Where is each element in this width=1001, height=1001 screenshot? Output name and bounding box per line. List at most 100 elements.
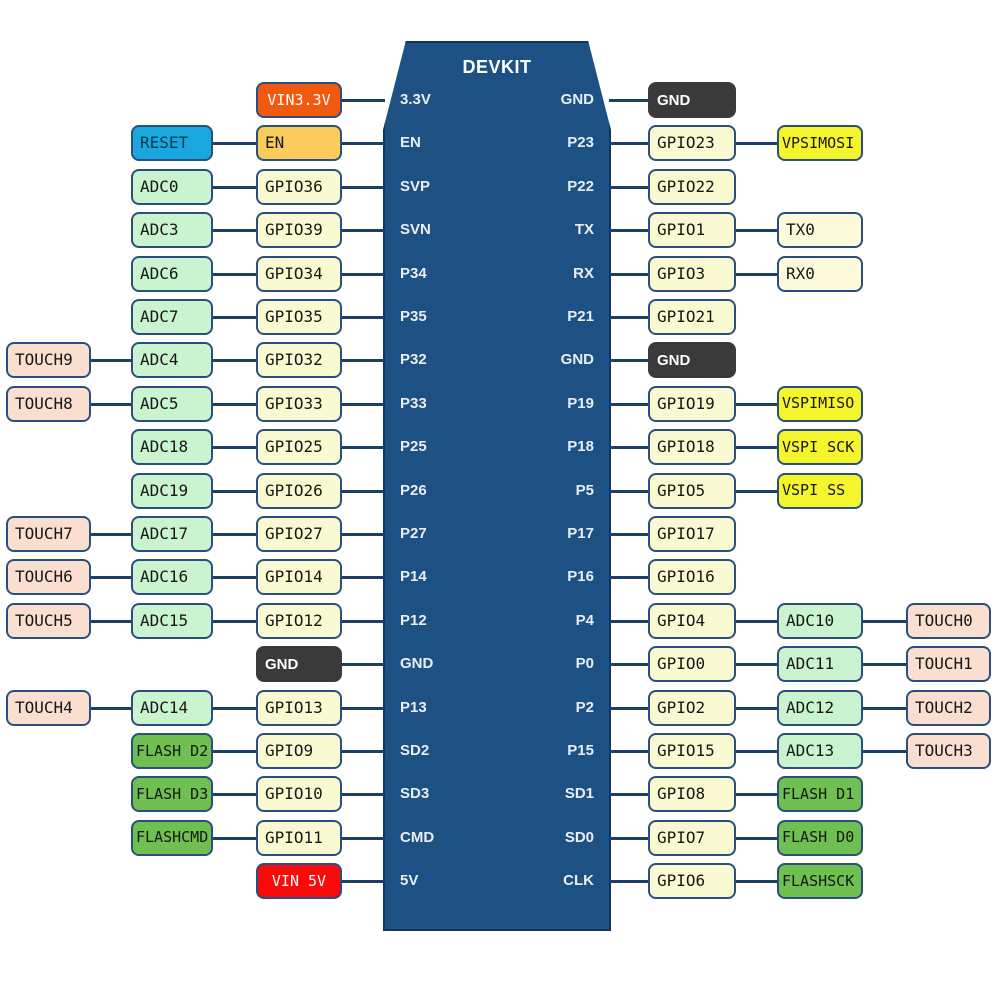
box-right-gpio15[interactable]: GPIO15 (648, 733, 736, 769)
box-left-vin5v[interactable]: VIN 5V (256, 863, 342, 900)
box-left-gpio34[interactable]: GPIO34 (256, 255, 342, 292)
box-left-gpio10[interactable]: GPIO10 (256, 776, 342, 813)
wire-left-c2-6 (213, 359, 256, 363)
box-left-adc19[interactable]: ADC19 (131, 472, 213, 509)
wire-right-c3-12 (863, 619, 906, 623)
box-left-adc4[interactable]: ADC4 (131, 342, 213, 379)
box-right-flashsck-label: FLASHSCK (782, 871, 855, 890)
pin-label-p4: P4 (575, 611, 594, 629)
box-left-flashd3[interactable]: FLASH D3 (131, 776, 213, 813)
box-left-gpio39[interactable]: GPIO39 (256, 212, 342, 249)
box-right-gpio19[interactable]: GPIO19 (648, 385, 736, 422)
box-left-gpio9[interactable]: GPIO9 (256, 733, 342, 769)
box-right-gpio6-label: GPIO6 (657, 871, 706, 891)
box-left-touch5[interactable]: TOUCH5 (6, 602, 91, 639)
box-left-reset[interactable]: RESET (131, 125, 213, 162)
box-left-adc5[interactable]: ADC5 (131, 385, 213, 422)
box-left-gpio36[interactable]: GPIO36 (256, 168, 342, 205)
box-right-gpio4[interactable]: GPIO4 (648, 602, 736, 639)
box-left-adc7[interactable]: ADC7 (131, 299, 213, 335)
box-right-touch3[interactable]: TOUCH3 (906, 733, 991, 769)
box-right-gpio23-label: GPIO23 (657, 133, 715, 153)
wire-left-c2-16 (213, 793, 256, 797)
box-right-gpio3[interactable]: GPIO3 (648, 255, 736, 292)
box-right-vpsimosi[interactable]: VPSIMOSI (777, 125, 863, 162)
box-left-adc16[interactable]: ADC16 (131, 559, 213, 596)
box-left-adc17[interactable]: ADC17 (131, 516, 213, 552)
box-right-gpio7[interactable]: GPIO7 (648, 819, 736, 856)
pin-label-p18: P18 (567, 438, 594, 456)
box-left-adc15[interactable]: ADC15 (131, 602, 213, 639)
box-left-gpio11-label: GPIO11 (265, 827, 323, 847)
pin-label-p21: P21 (567, 308, 594, 325)
box-right-gnd[interactable]: GND (648, 342, 736, 379)
box-left-adc6[interactable]: ADC6 (131, 255, 213, 292)
pin-label-p33: P33 (400, 394, 427, 412)
box-left-gpio11[interactable]: GPIO11 (256, 819, 342, 856)
box-right-gpio17[interactable]: GPIO17 (648, 516, 736, 552)
box-right-adc11[interactable]: ADC11 (777, 646, 863, 683)
box-right-adc10[interactable]: ADC10 (777, 602, 863, 639)
box-right-gpio5[interactable]: GPIO5 (648, 472, 736, 509)
box-left-adc18[interactable]: ADC18 (131, 429, 213, 466)
wire-left-c1-9 (342, 489, 385, 493)
box-right-gpio2[interactable]: GPIO2 (648, 689, 736, 726)
box-right-flashd1[interactable]: FLASH D1 (777, 776, 863, 813)
box-right-flashsck[interactable]: FLASHSCK (777, 863, 863, 900)
box-left-gpio13[interactable]: GPIO13 (256, 689, 342, 726)
box-right-gpio15-label: GPIO15 (657, 741, 715, 760)
box-right-gpio16[interactable]: GPIO16 (648, 559, 736, 596)
box-right-gpio23[interactable]: GPIO23 (648, 125, 736, 162)
box-right-gpio0[interactable]: GPIO0 (648, 646, 736, 683)
box-left-adc4-label: ADC4 (140, 350, 179, 370)
box-left-gnd[interactable]: GND (256, 646, 342, 683)
box-right-gpio22[interactable]: GPIO22 (648, 168, 736, 205)
pin-label-sd0: SD0 (564, 828, 594, 846)
wire-left-c1-7 (342, 402, 385, 406)
box-right-touch2[interactable]: TOUCH2 (906, 689, 991, 726)
box-right-touch1[interactable]: TOUCH1 (906, 646, 991, 683)
pin-label-p25: P25 (400, 438, 427, 456)
box-right-gpio6[interactable]: GPIO6 (648, 863, 736, 900)
box-left-gpio33[interactable]: GPIO33 (256, 385, 342, 422)
box-left-touch8[interactable]: TOUCH8 (6, 385, 91, 422)
box-left-flashcmd[interactable]: FLASHCMD (131, 819, 213, 856)
box-left-adc0[interactable]: ADC0 (131, 168, 213, 205)
wire-left-c2-4 (213, 272, 256, 276)
box-right-gpio1[interactable]: GPIO1 (648, 212, 736, 249)
box-left-gpio35-label: GPIO35 (265, 307, 323, 326)
box-left-vin33v[interactable]: VIN3.3V (256, 82, 342, 118)
box-left-adc14[interactable]: ADC14 (131, 689, 213, 726)
box-left-flashd2[interactable]: FLASH D2 (131, 733, 213, 769)
box-left-touch9[interactable]: TOUCH9 (6, 342, 91, 379)
box-left-gpio32[interactable]: GPIO32 (256, 342, 342, 379)
box-right-vspisck[interactable]: VSPI SCK (777, 429, 863, 466)
box-left-touch6[interactable]: TOUCH6 (6, 559, 91, 596)
box-left-gpio12[interactable]: GPIO12 (256, 602, 342, 639)
box-right-gnd[interactable]: GND (648, 82, 736, 118)
box-right-gpio8[interactable]: GPIO8 (648, 776, 736, 813)
box-right-tx0[interactable]: TX0 (777, 212, 863, 249)
box-right-rx0[interactable]: RX0 (777, 255, 863, 292)
box-right-flashd0[interactable]: FLASH D0 (777, 819, 863, 856)
box-left-adc3[interactable]: ADC3 (131, 212, 213, 249)
box-right-vspiss[interactable]: VSPI SS (777, 472, 863, 509)
box-right-vspimiso[interactable]: VSPIMISO (777, 385, 863, 422)
wire-right-c2-9 (736, 489, 777, 493)
box-left-gpio35[interactable]: GPIO35 (256, 299, 342, 335)
box-right-gpio18[interactable]: GPIO18 (648, 429, 736, 466)
pin-label-p2: P2 (575, 698, 594, 716)
box-left-touch4[interactable]: TOUCH4 (6, 689, 91, 726)
box-left-gpio27[interactable]: GPIO27 (256, 516, 342, 552)
box-right-touch0[interactable]: TOUCH0 (906, 602, 991, 639)
box-left-adc17-label: ADC17 (140, 524, 189, 543)
box-right-adc12[interactable]: ADC12 (777, 689, 863, 726)
box-right-adc13[interactable]: ADC13 (777, 733, 863, 769)
box-left-gpio25[interactable]: GPIO25 (256, 429, 342, 466)
box-right-gpio21[interactable]: GPIO21 (648, 299, 736, 335)
wire-left-c3-14 (91, 706, 131, 710)
box-left-en[interactable]: EN (256, 125, 342, 162)
box-left-gpio26[interactable]: GPIO26 (256, 472, 342, 509)
box-left-gpio14[interactable]: GPIO14 (256, 559, 342, 596)
box-left-touch7[interactable]: TOUCH7 (6, 516, 91, 552)
